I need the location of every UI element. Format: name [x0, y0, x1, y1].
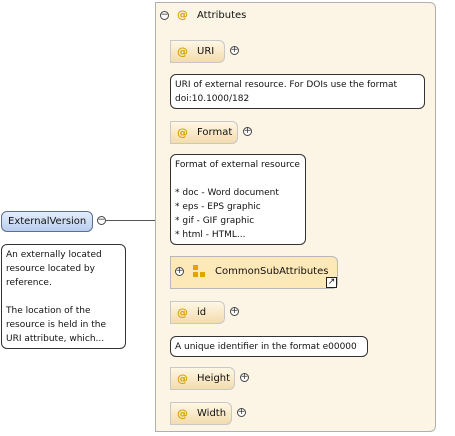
note-line: reference.: [6, 278, 52, 288]
attribute-format[interactable]: @ Format: [170, 121, 238, 144]
note-line: URI attribute, which...: [6, 334, 105, 344]
attribute-icon: @: [177, 8, 188, 21]
common-sub-attributes-group[interactable]: + CommonSubAttributes ↗: [170, 256, 338, 289]
note-line: * eps - EPS graphic: [175, 202, 261, 212]
attribute-label: id: [197, 307, 207, 318]
element-description-note: An externally located resource located b…: [1, 244, 126, 349]
note-line: * doc - Word document: [175, 188, 279, 198]
attribute-icon: @: [177, 407, 188, 420]
attribute-icon: @: [177, 126, 188, 139]
attribute-label: URI: [197, 46, 215, 57]
note-line: * html - HTML...: [175, 230, 246, 240]
note-line: resource located by: [6, 264, 95, 274]
attribute-height[interactable]: @ Height: [170, 367, 235, 390]
note-line: resource is held in the: [6, 320, 106, 330]
collapse-icon[interactable]: −: [160, 10, 169, 20]
attribute-icon: @: [177, 372, 188, 385]
attribute-icon: @: [177, 45, 188, 58]
attributes-group-label: Attributes: [197, 10, 247, 21]
note-line: An externally located: [6, 250, 102, 260]
attribute-label: Height: [197, 373, 231, 384]
attribute-group-icon: [193, 265, 207, 279]
collapse-icon[interactable]: −: [97, 215, 106, 225]
note-line: Format of external resource: [175, 160, 300, 170]
element-label: ExternalVersion: [8, 216, 87, 227]
note-line: A unique identifier in the format e00000: [175, 342, 357, 352]
attribute-label: Width: [197, 408, 227, 419]
expand-icon[interactable]: +: [237, 407, 246, 417]
external-version-element[interactable]: ExternalVersion: [1, 211, 93, 232]
note-line: URI of external resource. For DOIs use t…: [175, 80, 398, 90]
group-ref-label: CommonSubAttributes: [215, 266, 329, 277]
expand-icon[interactable]: +: [175, 266, 184, 276]
expand-icon[interactable]: +: [230, 45, 239, 55]
shortcut-arrow-icon[interactable]: ↗: [326, 277, 337, 288]
attribute-id[interactable]: @ id: [170, 301, 225, 324]
uri-note: URI of external resource. For DOIs use t…: [170, 74, 425, 109]
note-line: The location of the: [6, 306, 91, 316]
format-note: Format of external resource * doc - Word…: [170, 154, 306, 245]
attribute-width[interactable]: @ Width: [170, 402, 232, 425]
connector-line: [106, 220, 155, 221]
attribute-icon: @: [177, 306, 188, 319]
expand-icon[interactable]: +: [240, 372, 249, 382]
attribute-label: Format: [197, 127, 233, 138]
note-line: [6, 290, 121, 304]
attribute-uri[interactable]: @ URI: [170, 40, 225, 63]
note-line: doi:10.1000/182: [175, 94, 250, 104]
note-line: [175, 172, 301, 186]
note-line: * gif - GIF graphic: [175, 216, 255, 226]
id-note: A unique identifier in the format e00000: [170, 336, 368, 357]
expand-icon[interactable]: +: [230, 306, 239, 316]
expand-icon[interactable]: +: [243, 126, 252, 136]
